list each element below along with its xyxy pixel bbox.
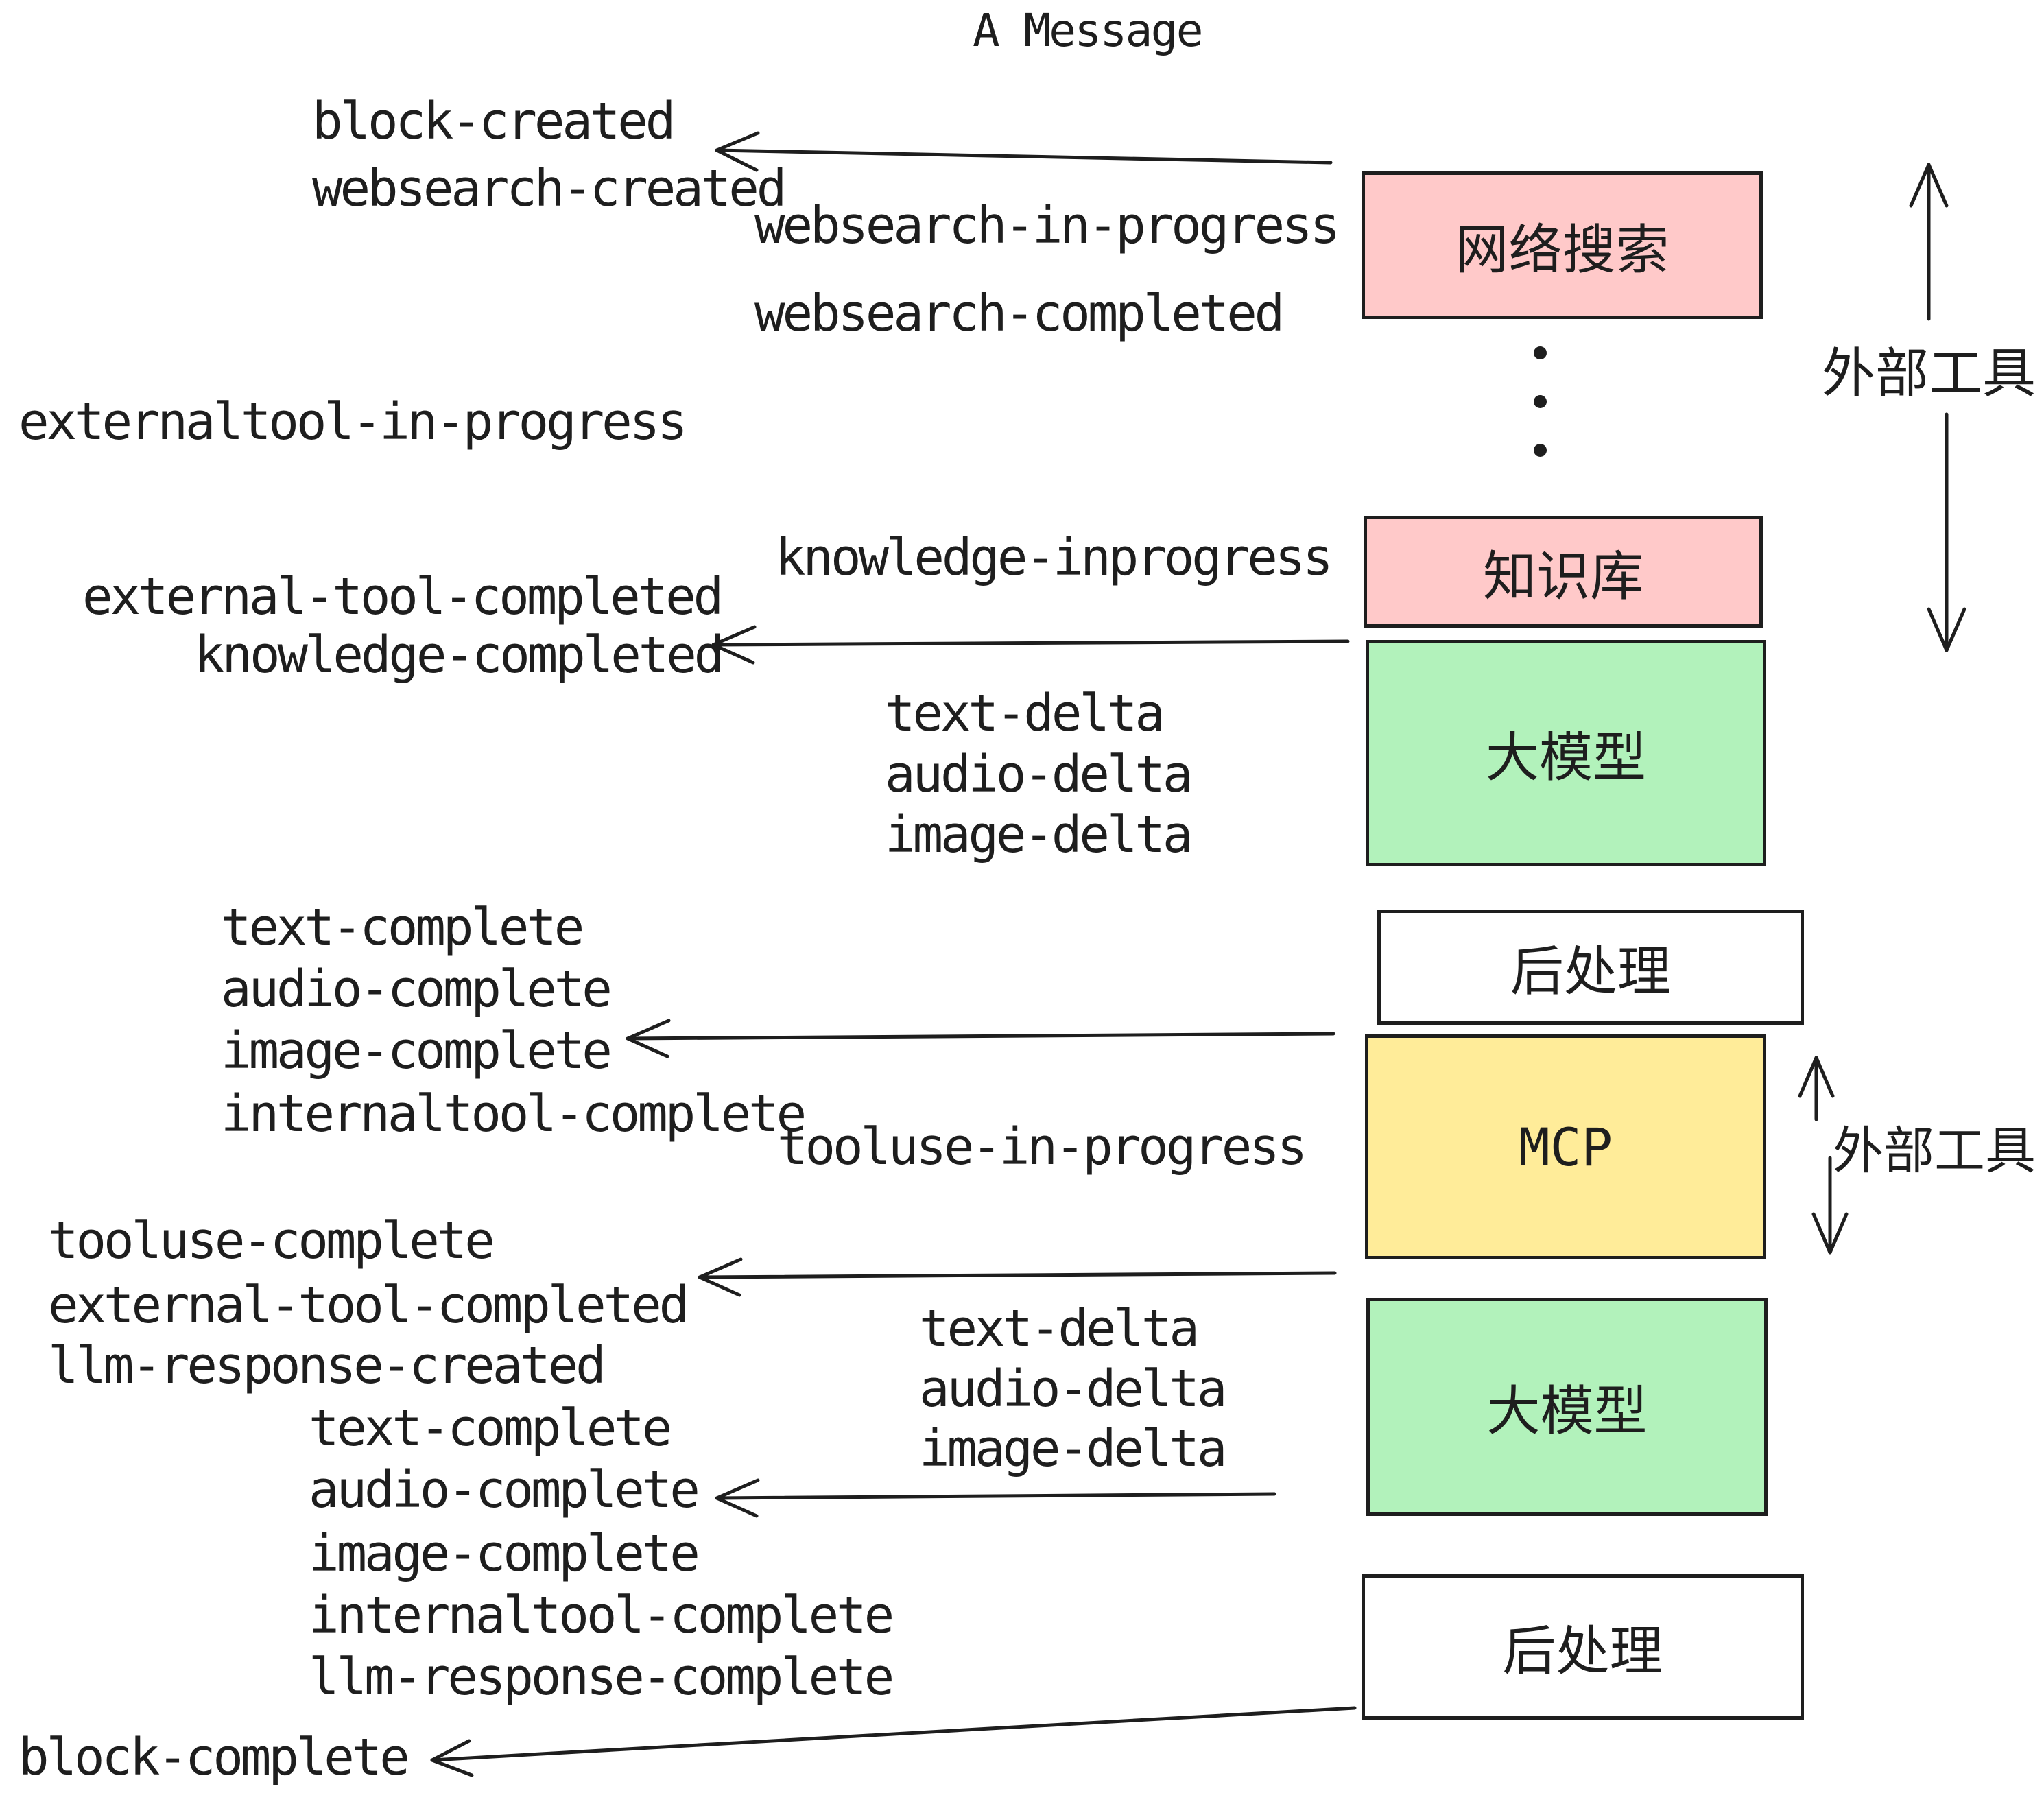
event-label-text-complete-2: text-complete <box>309 1399 672 1458</box>
websearch-box-label: 网络搜索 <box>1455 219 1669 281</box>
event-label-image-complete-2: image-complete <box>309 1524 700 1583</box>
event-label-image-delta: image-delta <box>885 805 1193 864</box>
postprocess-box-2-label: 后处理 <box>1502 1621 1663 1683</box>
event-label-llm-response-complete: llm-response-complete <box>309 1648 894 1707</box>
event-label-block-complete: block-complete <box>19 1728 410 1787</box>
mcp-box-label: MCP <box>1518 1116 1613 1178</box>
external-tools-bottom-up-arrow <box>1798 1056 1835 1121</box>
event-label-knowledge-completed: knowledge-completed <box>194 626 724 685</box>
dot <box>1534 444 1547 457</box>
event-label-externaltool-in-progress: externaltool-in-progress <box>19 392 688 451</box>
event-label-audio-delta-2: audio-delta <box>919 1360 1227 1419</box>
event-label-tooluse-in-progress: tooluse-in-progress <box>777 1117 1307 1176</box>
event-label-internaltool-complete: internaltool-complete <box>221 1084 807 1143</box>
llm-box-2: 大模型 <box>1366 1298 1768 1516</box>
event-label-block-created: block-created <box>312 92 676 151</box>
arrow-to-knowledge-completed <box>711 625 1350 665</box>
event-label-internaltool-complete-2: internaltool-complete <box>309 1586 894 1645</box>
llm-box-2-label: 大模型 <box>1486 1381 1648 1443</box>
event-label-image-complete: image-complete <box>221 1021 613 1080</box>
event-label-audio-delta: audio-delta <box>885 745 1193 804</box>
external-tools-bottom-label: 外部工具 <box>1833 1121 2036 1180</box>
event-label-knowledge-inprogress: knowledge-inprogress <box>775 528 1333 587</box>
arrow-to-audio-complete <box>715 1478 1276 1518</box>
arrow-to-block-complete <box>430 1706 1357 1777</box>
postprocess-box-2: 后处理 <box>1362 1574 1804 1720</box>
external-tools-top-up-arrow <box>1909 163 1949 321</box>
llm-box-1-label: 大模型 <box>1485 727 1646 789</box>
event-label-audio-complete: audio-complete <box>221 960 613 1019</box>
arrow-to-tooluse-complete <box>698 1257 1337 1297</box>
event-label-external-tool-completed: external-tool-completed <box>82 567 724 626</box>
event-label-image-delta-2: image-delta <box>919 1419 1227 1478</box>
external-tools-top-label: 外部工具 <box>1822 343 2036 405</box>
event-label-websearch-in-progress: websearch-in-progress <box>754 196 1340 255</box>
postprocess-box-1: 后处理 <box>1377 910 1804 1025</box>
event-label-tooluse-complete: tooluse-complete <box>48 1211 495 1270</box>
dot <box>1534 346 1547 359</box>
event-label-websearch-completed: websearch-completed <box>754 284 1285 343</box>
external-tools-bottom-down-arrow <box>1811 1156 1849 1255</box>
event-label-text-delta-2: text-delta <box>919 1299 1200 1358</box>
dot <box>1534 395 1547 408</box>
event-label-text-complete: text-complete <box>221 898 584 957</box>
knowledge-base-box-label: 知识库 <box>1482 545 1643 608</box>
event-label-text-delta: text-delta <box>885 684 1165 743</box>
arrow-to-block-created <box>715 131 1333 172</box>
postprocess-box-1-label: 后处理 <box>1510 941 1671 1003</box>
arrow-to-image-complete <box>626 1019 1335 1058</box>
external-tools-top-down-arrow <box>1927 412 1966 652</box>
knowledge-base-box: 知识库 <box>1364 516 1763 628</box>
diagram-title: A Message <box>973 4 1203 57</box>
websearch-box: 网络搜索 <box>1362 171 1763 319</box>
event-label-websearch-created: websearch-created <box>312 159 787 218</box>
mcp-box: MCP <box>1365 1034 1766 1259</box>
event-label-llm-response-created: llm-response-created <box>48 1336 606 1395</box>
event-label-external-tool-completed-2: external-tool-completed <box>48 1276 689 1335</box>
event-label-audio-complete-2: audio-complete <box>309 1460 700 1519</box>
llm-box-1: 大模型 <box>1366 640 1766 866</box>
ellipsis-dots <box>1534 346 1547 457</box>
